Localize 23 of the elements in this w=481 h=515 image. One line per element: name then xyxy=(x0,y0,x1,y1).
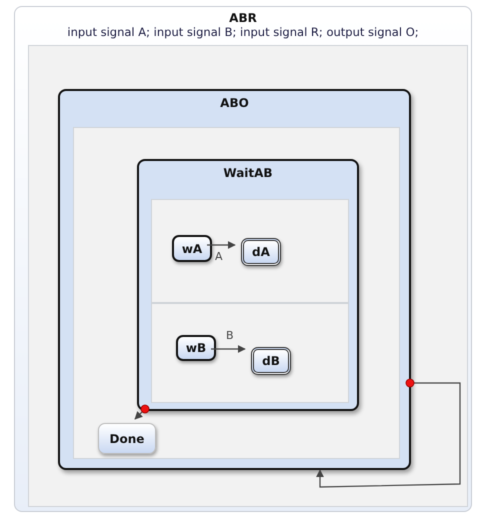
state-box xyxy=(172,235,212,262)
state-name: dA xyxy=(252,245,270,259)
final-state xyxy=(251,347,291,375)
state-name: Done xyxy=(110,432,144,446)
composite-state xyxy=(58,89,411,470)
composite-state xyxy=(137,159,359,411)
state-title: ABO xyxy=(219,96,250,110)
transition-arrow xyxy=(211,345,246,353)
edge-label: A xyxy=(215,251,223,262)
state-container xyxy=(14,6,472,512)
state-name: wA xyxy=(182,242,202,256)
transition-arrow xyxy=(134,408,146,420)
state-title: ABR xyxy=(228,11,258,25)
edge-label: B xyxy=(226,330,234,341)
transition-arrow xyxy=(316,382,461,488)
state-title: WaitAB xyxy=(222,166,274,180)
state-name: wB xyxy=(186,341,206,355)
state-box xyxy=(98,423,156,454)
state-name: dB xyxy=(262,354,280,368)
state-box xyxy=(176,335,216,361)
final-state xyxy=(241,238,281,266)
transition-arrow xyxy=(207,241,236,249)
signal-declaration: input signal A; input signal B; input signal R; output signal O; xyxy=(66,25,420,39)
